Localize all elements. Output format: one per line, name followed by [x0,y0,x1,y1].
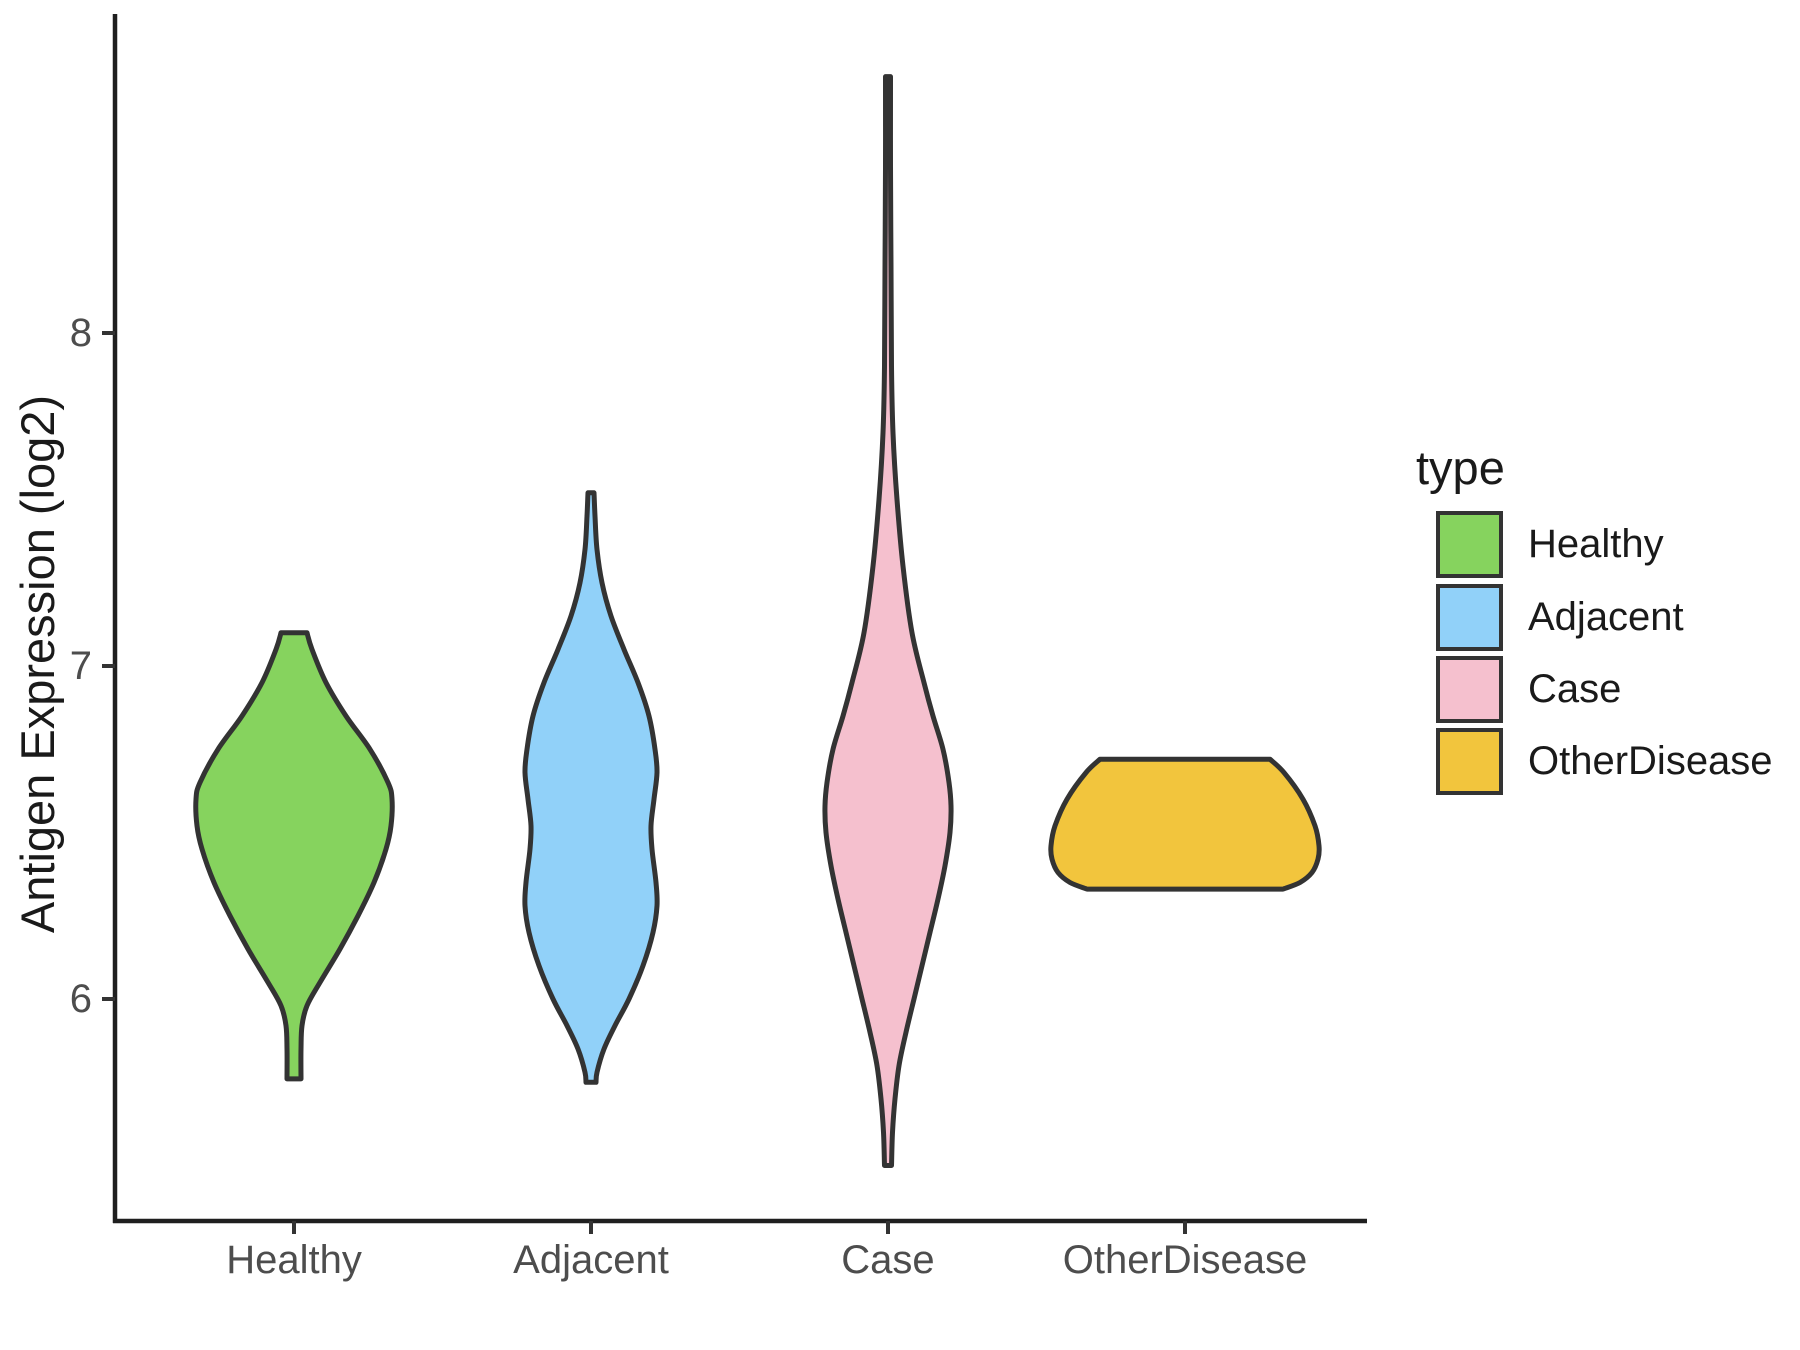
y-tick-label-8: 8 [69,311,92,355]
violin-adjacent [522,490,660,1085]
legend-key-adjacent [1436,584,1503,651]
violin-healthy [193,630,395,1082]
legend-label-healthy: Healthy [1528,522,1664,566]
legend-label-otherdisease: OtherDisease [1528,739,1773,783]
legend-label-case: Case [1528,667,1622,711]
y-tick-label-7: 7 [69,644,92,688]
legend-label-adjacent: Adjacent [1528,595,1684,639]
x-tick-label-case: Case [841,1238,935,1282]
y-tick-label-6: 6 [69,977,92,1021]
legend-key-case [1436,656,1503,723]
legend-title: type [1416,441,1505,494]
violin-case [822,74,954,1168]
legend-key-healthy [1436,511,1503,578]
legend-key-otherdisease [1436,728,1503,795]
violin-otherdisease [1048,756,1322,892]
x-tick-label-healthy: Healthy [226,1238,362,1282]
x-tick-label-adjacent: Adjacent [513,1238,669,1282]
x-tick-label-otherdisease: OtherDisease [1062,1238,1308,1282]
